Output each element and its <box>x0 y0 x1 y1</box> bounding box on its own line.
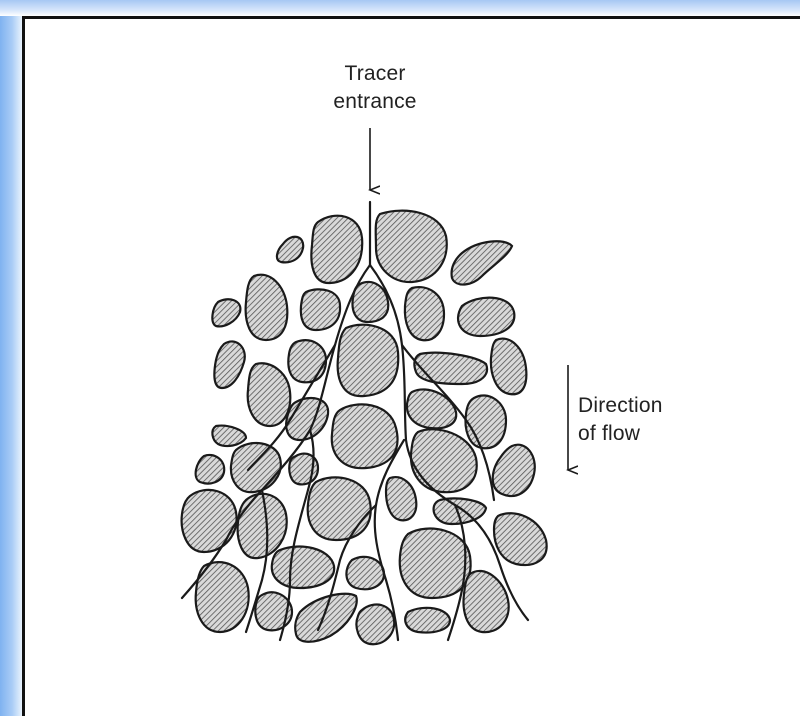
stone <box>308 477 371 540</box>
stone <box>353 282 389 322</box>
stone <box>214 341 244 388</box>
stone <box>288 340 326 382</box>
stone <box>338 325 399 396</box>
stone <box>386 477 416 520</box>
stone <box>238 494 287 558</box>
stone <box>400 529 471 598</box>
stone <box>452 241 512 284</box>
stone <box>182 490 237 552</box>
stone <box>466 395 506 448</box>
stone <box>464 571 509 632</box>
stone <box>301 289 340 330</box>
stone <box>246 275 288 340</box>
stone <box>493 445 535 496</box>
stone <box>405 287 444 340</box>
stone <box>248 363 291 426</box>
stone <box>311 216 362 283</box>
stone <box>405 608 450 633</box>
stone <box>407 389 456 428</box>
stone <box>212 299 240 326</box>
stone <box>376 211 447 282</box>
stone <box>332 404 398 468</box>
stone <box>272 547 334 588</box>
stone <box>411 429 477 492</box>
stone <box>196 455 225 484</box>
stone <box>414 353 487 384</box>
stone <box>491 339 526 395</box>
stone <box>458 298 514 336</box>
stone <box>212 426 246 446</box>
tracer-entrance-label: Tracer entrance <box>300 60 450 116</box>
stone <box>494 513 547 565</box>
stone <box>295 594 357 642</box>
direction-label-line2: of flow <box>578 420 718 448</box>
stone <box>357 605 395 645</box>
stone <box>346 557 384 589</box>
stone <box>277 237 303 263</box>
direction-of-flow-label: Direction of flow <box>578 392 718 448</box>
stone <box>231 443 281 492</box>
tracer-label-line2: entrance <box>300 88 450 116</box>
direction-label-line1: Direction <box>578 392 718 420</box>
tracer-label-line1: Tracer <box>300 60 450 88</box>
